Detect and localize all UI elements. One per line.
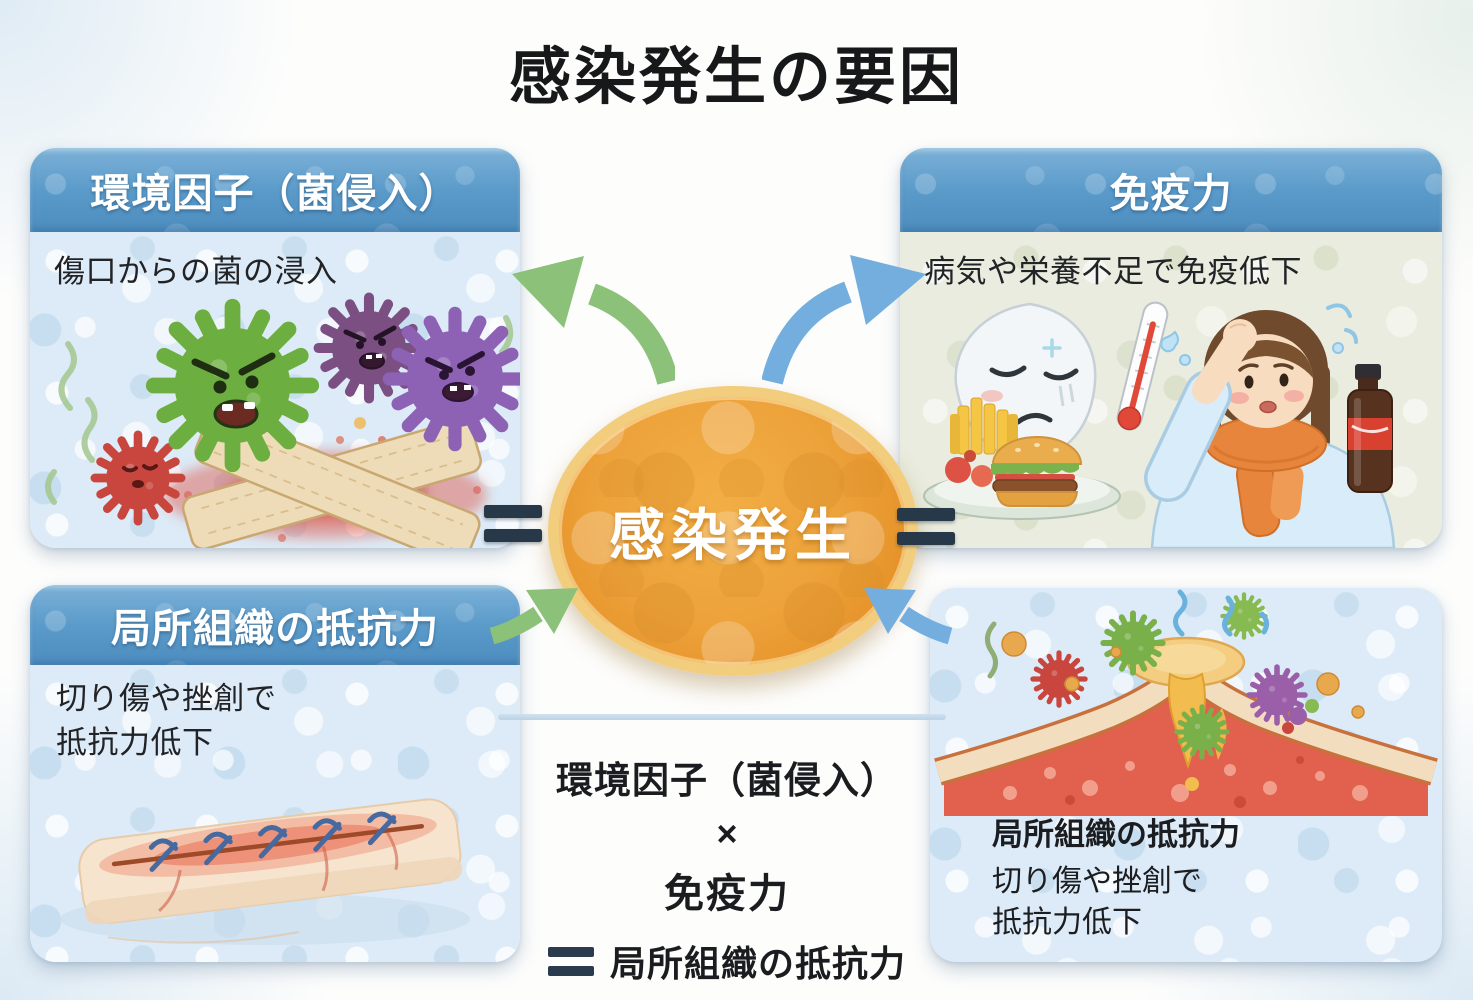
splash-dots [336,417,386,444]
panel-immunity-caption: 病気や栄養不足で免疫低下 [924,254,1302,289]
formula-factor1: 環境因子（菌侵入） [556,760,898,801]
arrow-from-local-resistance-icon [489,588,578,645]
panel-environment-title: 環境因子（菌侵入） [90,172,460,216]
divider-line [498,714,946,720]
sutures [148,811,397,872]
formula-operator: × [716,813,738,854]
infected-skin-illustration [934,589,1438,816]
junk-food-icon [923,397,1121,520]
panel-immunity-title: 免疫力 [1109,172,1233,216]
germ-cluster [1033,594,1319,757]
stink-lines-icon [45,315,514,505]
panel-immunity: 免疫力 病気や栄養不足で免疫低下 [900,148,1442,548]
vapor-squiggles-icon [1173,589,1270,637]
panel-local-resistance-body: 切り傷や挫創で 抵抗力低下 [30,665,520,962]
green-germ-icon [154,307,312,465]
formula-equals-icon: = [547,946,594,976]
sutured-wound-icon [78,798,463,944]
panel-environment-header: 環境因子（菌侵入） [30,148,520,232]
purple-germ-light-icon [389,313,520,444]
panel-environment-caption: 傷口からの菌の浸入 [54,254,338,289]
formula-block: 環境因子（菌侵入） × 免疫力 = 局所組織の抵抗力 [478,740,976,987]
infected-tissue-heading: 局所組織の抵抗力 [992,817,1240,852]
arrow-from-infected-tissue-icon [864,588,953,645]
sick-person-illustration [923,301,1396,548]
panel-immunity-header: 免疫力 [900,148,1442,232]
panel-environment: 環境因子（菌侵入） 傷口からの菌の浸入 [30,148,520,548]
panel-local-resistance-caption: 切り傷や挫創で 抵抗力低下 [56,681,277,761]
debris-blobs [1001,631,1365,719]
thermometer-icon [1116,301,1169,431]
formula-factor2: 免疫力 [664,872,790,916]
formula-result: 局所組織の抵抗力 [609,943,906,984]
germs-bandage-illustration [45,290,520,548]
infection-occurrence-circle: 感染発生 [548,386,918,676]
scarf-icon [1205,416,1327,538]
page-title: 感染発生の要因 [508,43,964,112]
purple-germ-dark-icon [319,298,420,399]
panel-local-resistance-title: 局所組織の抵抗力 [111,607,439,651]
arrow-to-environment-icon [512,256,675,385]
burger-icon [991,436,1083,507]
infection-occurrence-label: 感染発生 [609,503,857,567]
panel-local-resistance-header: 局所組織の抵抗力 [30,585,520,665]
infected-tissue-text: 局所組織の抵抗力 切り傷や挫創で 抵抗力低下 [992,814,1240,944]
sutured-wound-illustration [60,798,470,945]
sick-woman [1144,310,1396,548]
sweat-drops-icon [1160,303,1358,366]
formula-result-row: = 局所組織の抵抗力 [478,935,976,987]
cola-bottle-icon [1347,364,1393,493]
panel-infected-tissue: 局所組織の抵抗力 切り傷や挫創で 抵抗力低下 [930,588,1442,962]
panel-environment-body: 傷口からの菌の浸入 [30,232,520,548]
arrow-to-immunity-icon [762,255,926,385]
equals-sign-left: = [484,505,542,542]
red-germ-icon [95,435,181,521]
panel-immunity-body: 病気や栄養不足で免疫低下 [900,232,1442,548]
panel-local-resistance: 局所組織の抵抗力 切り傷や挫創で 抵抗力低下 [30,585,520,962]
equals-sign-right: = [897,508,955,545]
